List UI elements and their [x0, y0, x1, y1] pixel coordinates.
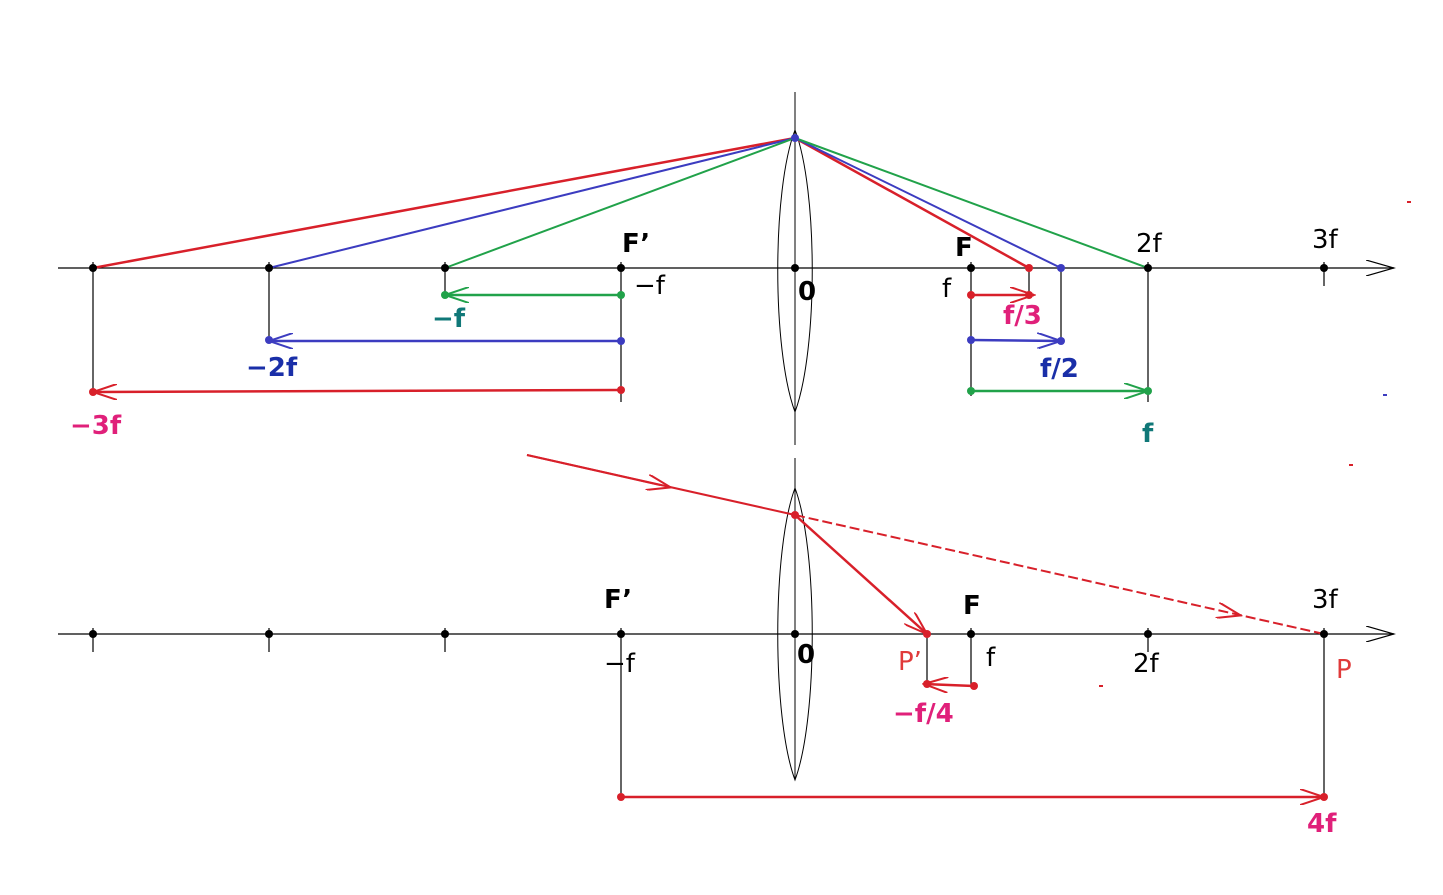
bottom-label-P-prime: P’ [898, 647, 922, 677]
bottom-label-4f: 4f [1307, 809, 1337, 839]
top-label-origin: 0 [798, 277, 816, 307]
bottom-label-P: P [1336, 655, 1352, 685]
bottom-label-f-axis: f [986, 643, 996, 673]
bottom-label-neg-f-axis: −f [604, 649, 636, 679]
top-label-focal-right: F [955, 233, 973, 263]
bottom-label-3f: 3f [1312, 585, 1339, 615]
top-ray-red-left [92, 136, 796, 270]
top-ray-green-left [444, 137, 796, 269]
top-label-f-over-3: f/3 [1003, 301, 1042, 331]
top-label-f-axis: f [942, 274, 952, 304]
top-label-neg-2f: −2f [246, 353, 298, 383]
top-diagram: F’ F 2f 3f −f 0 f −f −2f −3f f/3 f/2 f [58, 92, 1394, 449]
top-ray-green-right [794, 137, 1149, 269]
bottom-points [89, 511, 1328, 801]
top-arrow-blue-right [970, 340, 1061, 341]
bottom-dashed-extension [794, 514, 1325, 635]
top-label-f-over-2: f/2 [1040, 354, 1079, 384]
bottom-diagram: F’ F 3f −f 0 f 2f P P’ −f/4 4f [58, 454, 1394, 839]
top-arrow-red-left [93, 390, 622, 392]
top-label-neg-f-axis: −f [634, 271, 666, 301]
top-label-neg-f: −f [432, 304, 466, 334]
bottom-refracted-ray [794, 514, 927, 634]
top-ray-red-right [794, 136, 1030, 270]
top-points [89, 134, 1328, 396]
top-label-2f: 2f [1136, 229, 1163, 259]
bottom-lens [777, 486, 813, 782]
bottom-label-origin: 0 [797, 640, 815, 670]
top-lens [777, 128, 813, 414]
stray-marks [1099, 201, 1411, 687]
bottom-label-focal-right: F [963, 591, 981, 621]
bottom-label-focal-left: F’ [604, 585, 632, 615]
bottom-label-neg-f-over-4: −f/4 [893, 699, 954, 729]
top-label-neg-3f: −3f [70, 411, 122, 441]
top-label-focal-left: F’ [622, 229, 650, 259]
top-ray-blue-right [794, 137, 1062, 269]
bottom-arrow-neg-f-over-4 [924, 684, 975, 686]
top-label-3f: 3f [1312, 225, 1339, 255]
top-ray-blue-left [268, 137, 796, 269]
top-label-f: f [1142, 419, 1154, 449]
bottom-label-2f: 2f [1133, 649, 1160, 679]
bottom-incident-ray-arrow [526, 454, 660, 485]
